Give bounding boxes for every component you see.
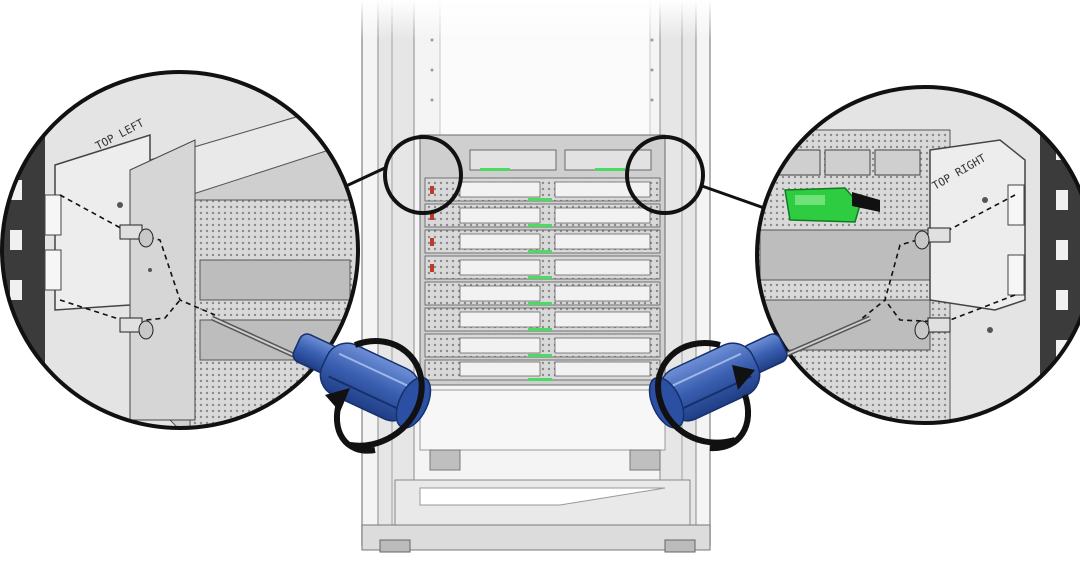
- rack-highlight-right: [625, 135, 705, 215]
- callout-leader-right: [701, 184, 771, 212]
- screwdriver-left-icon: [210, 315, 432, 454]
- rack-highlight-left: [383, 135, 463, 215]
- server-rack: [340, 0, 740, 553]
- screwdriver-right-icon: [648, 315, 871, 452]
- green-latch: [784, 187, 880, 223]
- callout-right: [757, 87, 1080, 423]
